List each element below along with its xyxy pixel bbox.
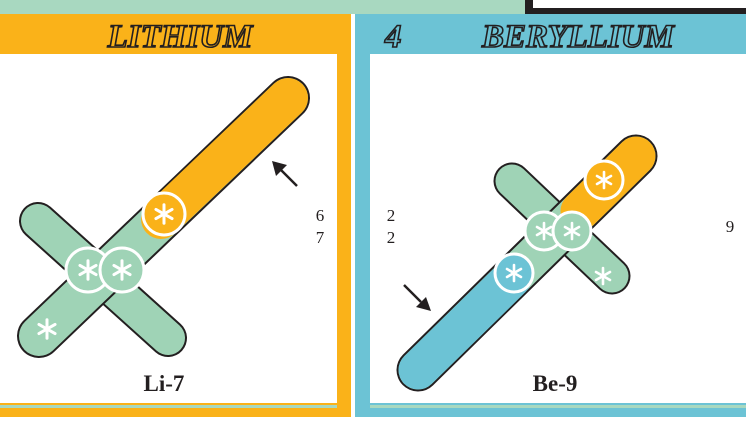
particle-icon	[585, 161, 623, 199]
beryllium-side-right: 9	[726, 217, 735, 236]
particle-icon	[495, 254, 533, 292]
lithium-label: Li-7	[144, 371, 185, 396]
lithium-card: LITHIUM 6 7 Li-7	[0, 14, 351, 412]
top-strip-window	[533, 0, 746, 8]
beryllium-number: 4	[384, 19, 402, 55]
lithium-side-top: 6	[316, 206, 325, 225]
particle-icon	[553, 212, 591, 250]
top-strip	[0, 0, 525, 14]
beryllium-side-top: 2	[387, 206, 396, 225]
beryllium-title: BERYLLIUM	[481, 19, 676, 55]
lithium-title: LITHIUM	[107, 19, 255, 55]
beryllium-label: Be-9	[533, 371, 578, 396]
particle-icon	[100, 248, 144, 292]
bottom-strip-lithium	[0, 412, 351, 417]
particle-icon	[143, 193, 185, 235]
beryllium-side-bottom: 2	[387, 228, 396, 247]
bottom-inner-lithium	[0, 405, 337, 408]
lithium-side-bottom: 7	[316, 228, 325, 247]
beryllium-card: 4 BERYLLIUM	[355, 14, 746, 412]
bottom-inner-beryllium	[370, 405, 746, 408]
bottom-strip-beryllium	[355, 412, 746, 417]
